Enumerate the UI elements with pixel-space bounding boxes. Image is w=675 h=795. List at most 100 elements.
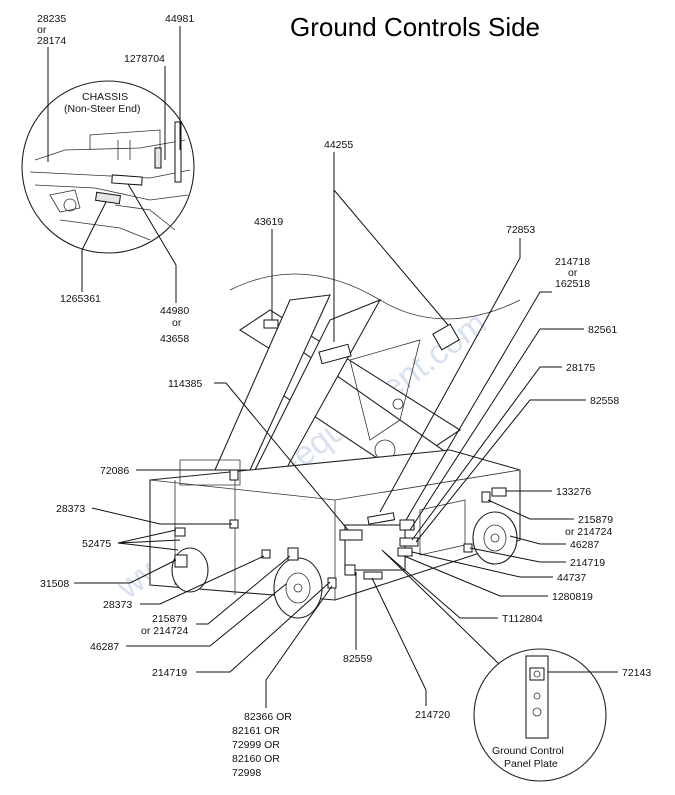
svg-text:72086: 72086	[100, 465, 129, 477]
decal-82366	[327, 577, 337, 589]
callout-52475: 52475	[82, 529, 181, 551]
callout-43619: 43619	[254, 216, 283, 320]
decal-215879-right	[481, 491, 491, 503]
svg-text:or 214724: or 214724	[565, 526, 612, 538]
callout-1280819: 1280819	[403, 555, 593, 603]
callout-1265361: 1265361	[60, 201, 107, 305]
svg-text:Ground Control: Ground Control	[492, 745, 564, 757]
callout-82558: 82558	[415, 395, 619, 543]
callout-72086: 72086	[100, 465, 232, 477]
svg-text:43619: 43619	[254, 216, 283, 228]
decal-215879-left	[287, 547, 299, 561]
decal-52475	[174, 527, 186, 537]
svg-text:1265361: 1265361	[60, 293, 101, 305]
svg-text:28235: 28235	[37, 13, 66, 25]
svg-text:114385: 114385	[168, 378, 202, 390]
callout-44981: 44981	[165, 13, 194, 150]
decal-214718	[399, 519, 415, 531]
callout-214719-left: 214719	[152, 581, 331, 679]
svg-text:28373: 28373	[56, 503, 85, 515]
svg-text:1278704: 1278704	[124, 53, 165, 65]
chassis-label: CHASSIS (Non-Steer End)	[64, 91, 140, 115]
decal-28373-left	[261, 549, 271, 559]
svg-text:82161 OR: 82161 OR	[232, 725, 280, 737]
panel-plate-detail	[381, 549, 607, 782]
svg-text:46287: 46287	[570, 539, 599, 551]
decal-31508	[174, 554, 188, 568]
svg-text:44981: 44981	[165, 13, 194, 25]
callout-28235: 28235 or 28174	[37, 13, 66, 162]
callout-214718: 214718 or 162518	[405, 256, 590, 521]
svg-text:or: or	[172, 317, 182, 329]
callout-28175: 28175	[411, 362, 595, 541]
page-title: Ground Controls Side	[290, 12, 540, 42]
svg-text:82561: 82561	[588, 324, 617, 336]
decal-114385	[339, 529, 363, 541]
callout-31508: 31508	[40, 559, 177, 590]
svg-text:214718: 214718	[555, 256, 590, 268]
svg-text:or 214724: or 214724	[141, 625, 188, 637]
svg-text:31508: 31508	[40, 578, 69, 590]
svg-text:44737: 44737	[557, 572, 586, 584]
callout-114385: 114385	[168, 378, 349, 531]
callout-82561: 82561	[409, 324, 617, 531]
svg-text:82160 OR: 82160 OR	[232, 753, 280, 765]
svg-text:46287: 46287	[90, 641, 119, 653]
svg-text:214719: 214719	[152, 667, 187, 679]
callout-28373-lower: 28373	[103, 555, 265, 611]
callout-215879-left: 215879 or 214724	[141, 555, 291, 637]
decal-72143	[529, 667, 545, 681]
svg-text:214719: 214719	[570, 557, 605, 569]
svg-text:82559: 82559	[343, 653, 372, 665]
decal-72086	[229, 469, 239, 481]
decal-214720	[363, 571, 383, 580]
decal-43619	[263, 319, 279, 329]
callout-82366: 82366 OR 82161 OR 72999 OR 82160 OR 7299…	[232, 585, 333, 779]
decal-1278704	[154, 147, 162, 169]
svg-text:72143: 72143	[622, 667, 651, 679]
svg-text:28174: 28174	[37, 35, 66, 47]
svg-text:44255: 44255	[324, 139, 353, 151]
callout-46287-left: 46287	[90, 583, 287, 653]
svg-text:or: or	[37, 24, 47, 36]
decal-44737	[397, 547, 413, 557]
decal-44255-left	[318, 343, 352, 365]
callout-1278704: 1278704	[124, 53, 166, 160]
svg-text:T112804: T112804	[502, 613, 543, 625]
callout-133276: 133276	[506, 486, 591, 498]
svg-text:1280819: 1280819	[552, 591, 593, 603]
decal-1265361	[94, 191, 122, 205]
callout-214720: 214720	[371, 577, 450, 721]
svg-text:CHASSIS: CHASSIS	[82, 91, 128, 103]
svg-text:43658: 43658	[160, 333, 189, 345]
svg-text:44980: 44980	[160, 305, 189, 317]
svg-text:72998: 72998	[232, 767, 261, 779]
decal-133276	[491, 487, 507, 497]
panel-plate-label: Ground Control Panel Plate	[492, 745, 564, 770]
svg-text:162518: 162518	[555, 278, 590, 290]
callout-215879-right: 215879 or 214724	[487, 499, 613, 538]
decal-44255-right	[432, 323, 460, 351]
svg-text:28373: 28373	[103, 599, 132, 611]
decal-72853	[367, 512, 396, 525]
decal-82559	[344, 564, 356, 576]
svg-text:(Non-Steer End): (Non-Steer End)	[64, 103, 140, 115]
svg-text:82558: 82558	[590, 395, 619, 407]
svg-text:72999 OR: 72999 OR	[232, 739, 280, 751]
svg-text:82366 OR: 82366 OR	[244, 711, 292, 723]
callout-72143: 72143	[548, 667, 651, 679]
callout-44255: 44255	[324, 139, 449, 342]
decal-44980	[111, 174, 143, 186]
callout-44980: 44980 or 43658	[127, 183, 189, 345]
svg-text:215879: 215879	[578, 514, 613, 526]
svg-text:133276: 133276	[556, 486, 591, 498]
svg-text:Panel Plate: Panel Plate	[504, 758, 558, 770]
svg-text:or: or	[568, 267, 578, 279]
scissor-lift-drawing	[149, 273, 521, 619]
callout-T112804: T112804	[383, 551, 543, 625]
svg-text:215879: 215879	[152, 613, 187, 625]
callout-28373-upper: 28373	[56, 503, 232, 525]
svg-text:72853: 72853	[506, 224, 535, 236]
svg-text:28175: 28175	[566, 362, 595, 374]
